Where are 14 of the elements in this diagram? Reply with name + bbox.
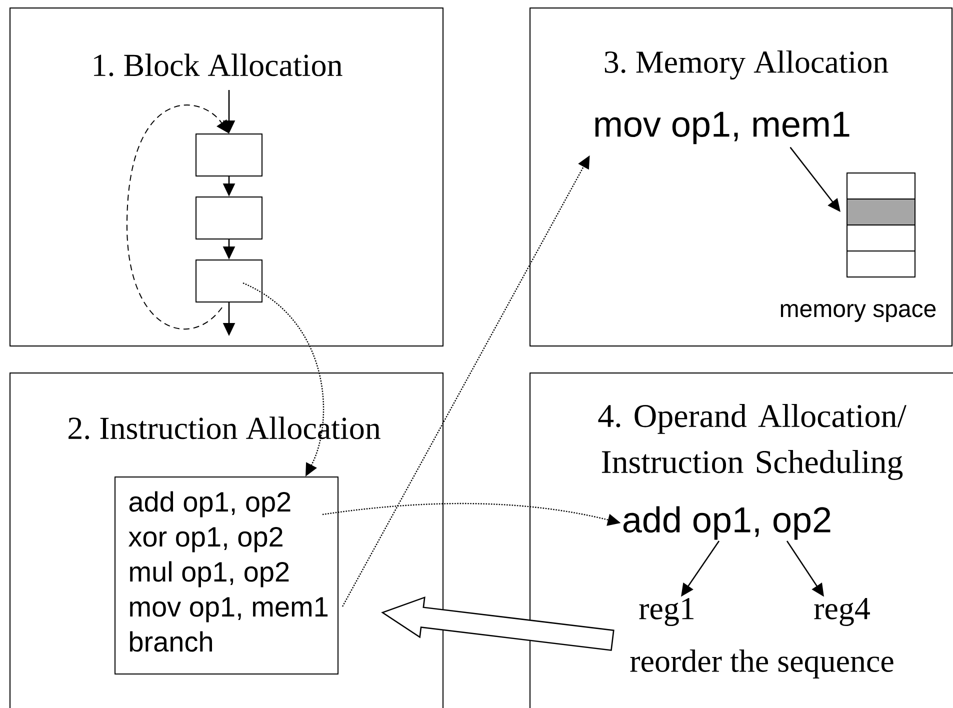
block-arrow bbox=[381, 596, 614, 651]
memory-caption: memory space bbox=[780, 304, 936, 322]
code-text: mov op1, mem1 bbox=[595, 112, 850, 144]
register-label: reg1 bbox=[639, 598, 694, 626]
flow-block bbox=[196, 260, 262, 302]
register-label: reg4 bbox=[814, 598, 870, 626]
flow-block bbox=[196, 196, 262, 240]
panel: 1. Block Allocation bbox=[10, 8, 444, 346]
memory-stack bbox=[846, 172, 916, 278]
flow-block bbox=[196, 134, 262, 176]
arrow bbox=[126, 104, 229, 330]
code-text: add op1, op2 bbox=[623, 506, 830, 540]
note-text: reorder the sequence bbox=[630, 650, 894, 678]
instruction-box: add op1, op2 xor op1, op2 mul op1, op2 mov op1, mem1 branch bbox=[114, 476, 338, 674]
